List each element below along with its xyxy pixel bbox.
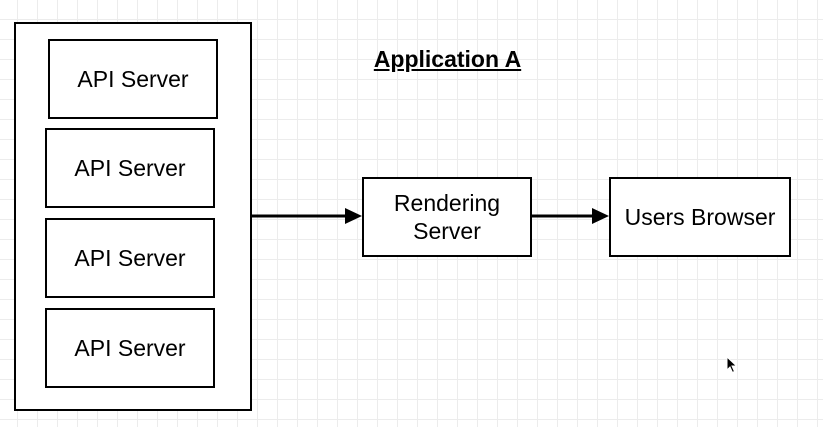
- api-server-label: API Server: [74, 155, 186, 181]
- rendering-server-box[interactable]: Rendering Server: [362, 177, 532, 257]
- api-server-box-3[interactable]: API Server: [45, 218, 215, 298]
- arrow-api-to-rendering[interactable]: [252, 208, 362, 224]
- users-browser-box[interactable]: Users Browser: [609, 177, 791, 257]
- mouse-pointer-icon: [726, 356, 738, 374]
- api-server-box-4[interactable]: API Server: [45, 308, 215, 388]
- api-server-box-2[interactable]: API Server: [45, 128, 215, 208]
- users-browser-label: Users Browser: [624, 204, 776, 230]
- rendering-server-label: Rendering Server: [393, 190, 501, 244]
- api-server-label: API Server: [74, 335, 186, 361]
- api-server-box-1[interactable]: API Server: [48, 39, 218, 119]
- arrowhead-icon: [345, 208, 362, 224]
- arrow-rendering-to-browser[interactable]: [532, 208, 609, 224]
- api-server-label: API Server: [74, 245, 186, 271]
- api-server-label: API Server: [77, 66, 189, 92]
- diagram-title: Application A: [373, 46, 522, 72]
- arrowhead-icon: [592, 208, 609, 224]
